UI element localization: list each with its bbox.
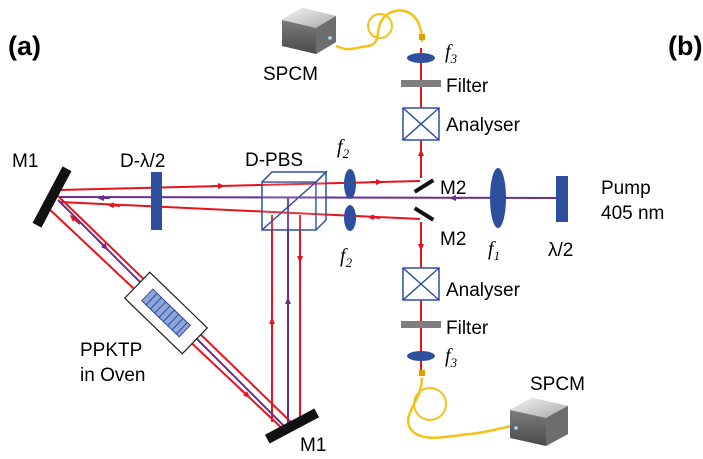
lens-icon-f3-bottom <box>407 351 435 361</box>
mirror-icon-m2-top <box>413 178 435 194</box>
lens-icon-f1 <box>490 168 506 228</box>
arrow-red-4 <box>367 214 381 221</box>
label-pump-half-wave: λ/2 <box>548 240 573 261</box>
label-lens-f2-top: f2 <box>337 136 350 161</box>
waveplate-icon-dual <box>151 172 162 230</box>
detector-icon-bottom <box>510 398 568 446</box>
fiber-loop-top <box>367 13 393 39</box>
beam-red-lower <box>59 201 421 220</box>
lens-icon-f3-top <box>407 53 435 63</box>
arrow-red-7 <box>239 388 251 398</box>
red-beam-arrows <box>69 149 424 398</box>
lens-icon-f2-bottom <box>344 205 356 231</box>
label-filter-bottom: Filter <box>446 318 489 339</box>
label-spcm-top: SPCM <box>263 64 318 85</box>
label-lens-f1: f1 <box>488 238 500 263</box>
label-m2-bottom: M2 <box>440 229 466 250</box>
fiber-bottom <box>406 377 513 439</box>
label-lens-f3-bottom: f3 <box>445 345 458 370</box>
label-crystal-line1: PPKTP <box>80 340 142 361</box>
mirror-icon-m1-bottom <box>264 408 320 444</box>
purple-beams <box>57 196 561 433</box>
label-m2-top: M2 <box>440 178 466 199</box>
mirror-icon-m2-bottom <box>413 206 435 222</box>
label-pump-line1: Pump <box>601 178 651 199</box>
lens-icon-f2-top <box>344 169 356 199</box>
label-pump-line2: 405 nm <box>601 203 664 224</box>
label-m1-top: M1 <box>12 151 38 172</box>
detector-icon-top <box>282 8 336 54</box>
fiber-loop-bottom <box>413 387 447 421</box>
arrow-purple-3 <box>97 239 109 251</box>
arrow-red-8 <box>69 215 81 225</box>
fiber-connector-bottom <box>419 370 425 376</box>
arrow-red-3 <box>107 202 121 209</box>
waveplate-icon-pump <box>556 176 568 222</box>
mirror-icon-m1-top <box>32 166 72 228</box>
filter-icon-bottom <box>401 321 441 328</box>
fiber-connector-top <box>419 34 425 40</box>
label-lens-f2-bottom: f2 <box>340 245 353 270</box>
analyser-icon-top <box>402 107 440 141</box>
label-m1-bottom: M1 <box>300 435 326 456</box>
fiber-top <box>335 9 424 51</box>
label-spcm-bottom: SPCM <box>530 374 585 395</box>
purple-beam-arrows <box>97 195 462 310</box>
beam-red-upper <box>59 180 421 191</box>
label-analyser-top: Analyser <box>446 115 521 136</box>
label-lens-f3-top: f3 <box>445 41 458 66</box>
label-analyser-bottom: Analyser <box>446 280 521 301</box>
crystal-oven-icon <box>123 271 209 355</box>
panel-label-a: (a) <box>8 31 41 61</box>
analyser-icon-bottom <box>402 267 440 301</box>
label-dual-half-wave: D-λ/2 <box>120 151 165 172</box>
label-dual-pbs: D-PBS <box>245 150 303 171</box>
beam-pump-horizontal <box>59 196 561 199</box>
beamsplitter-icon <box>261 170 328 231</box>
filter-icon-top <box>401 80 441 87</box>
panel-label-b: (b) <box>668 31 702 61</box>
label-crystal-line2: in Oven <box>80 365 145 386</box>
label-filter-top: Filter <box>446 76 489 97</box>
